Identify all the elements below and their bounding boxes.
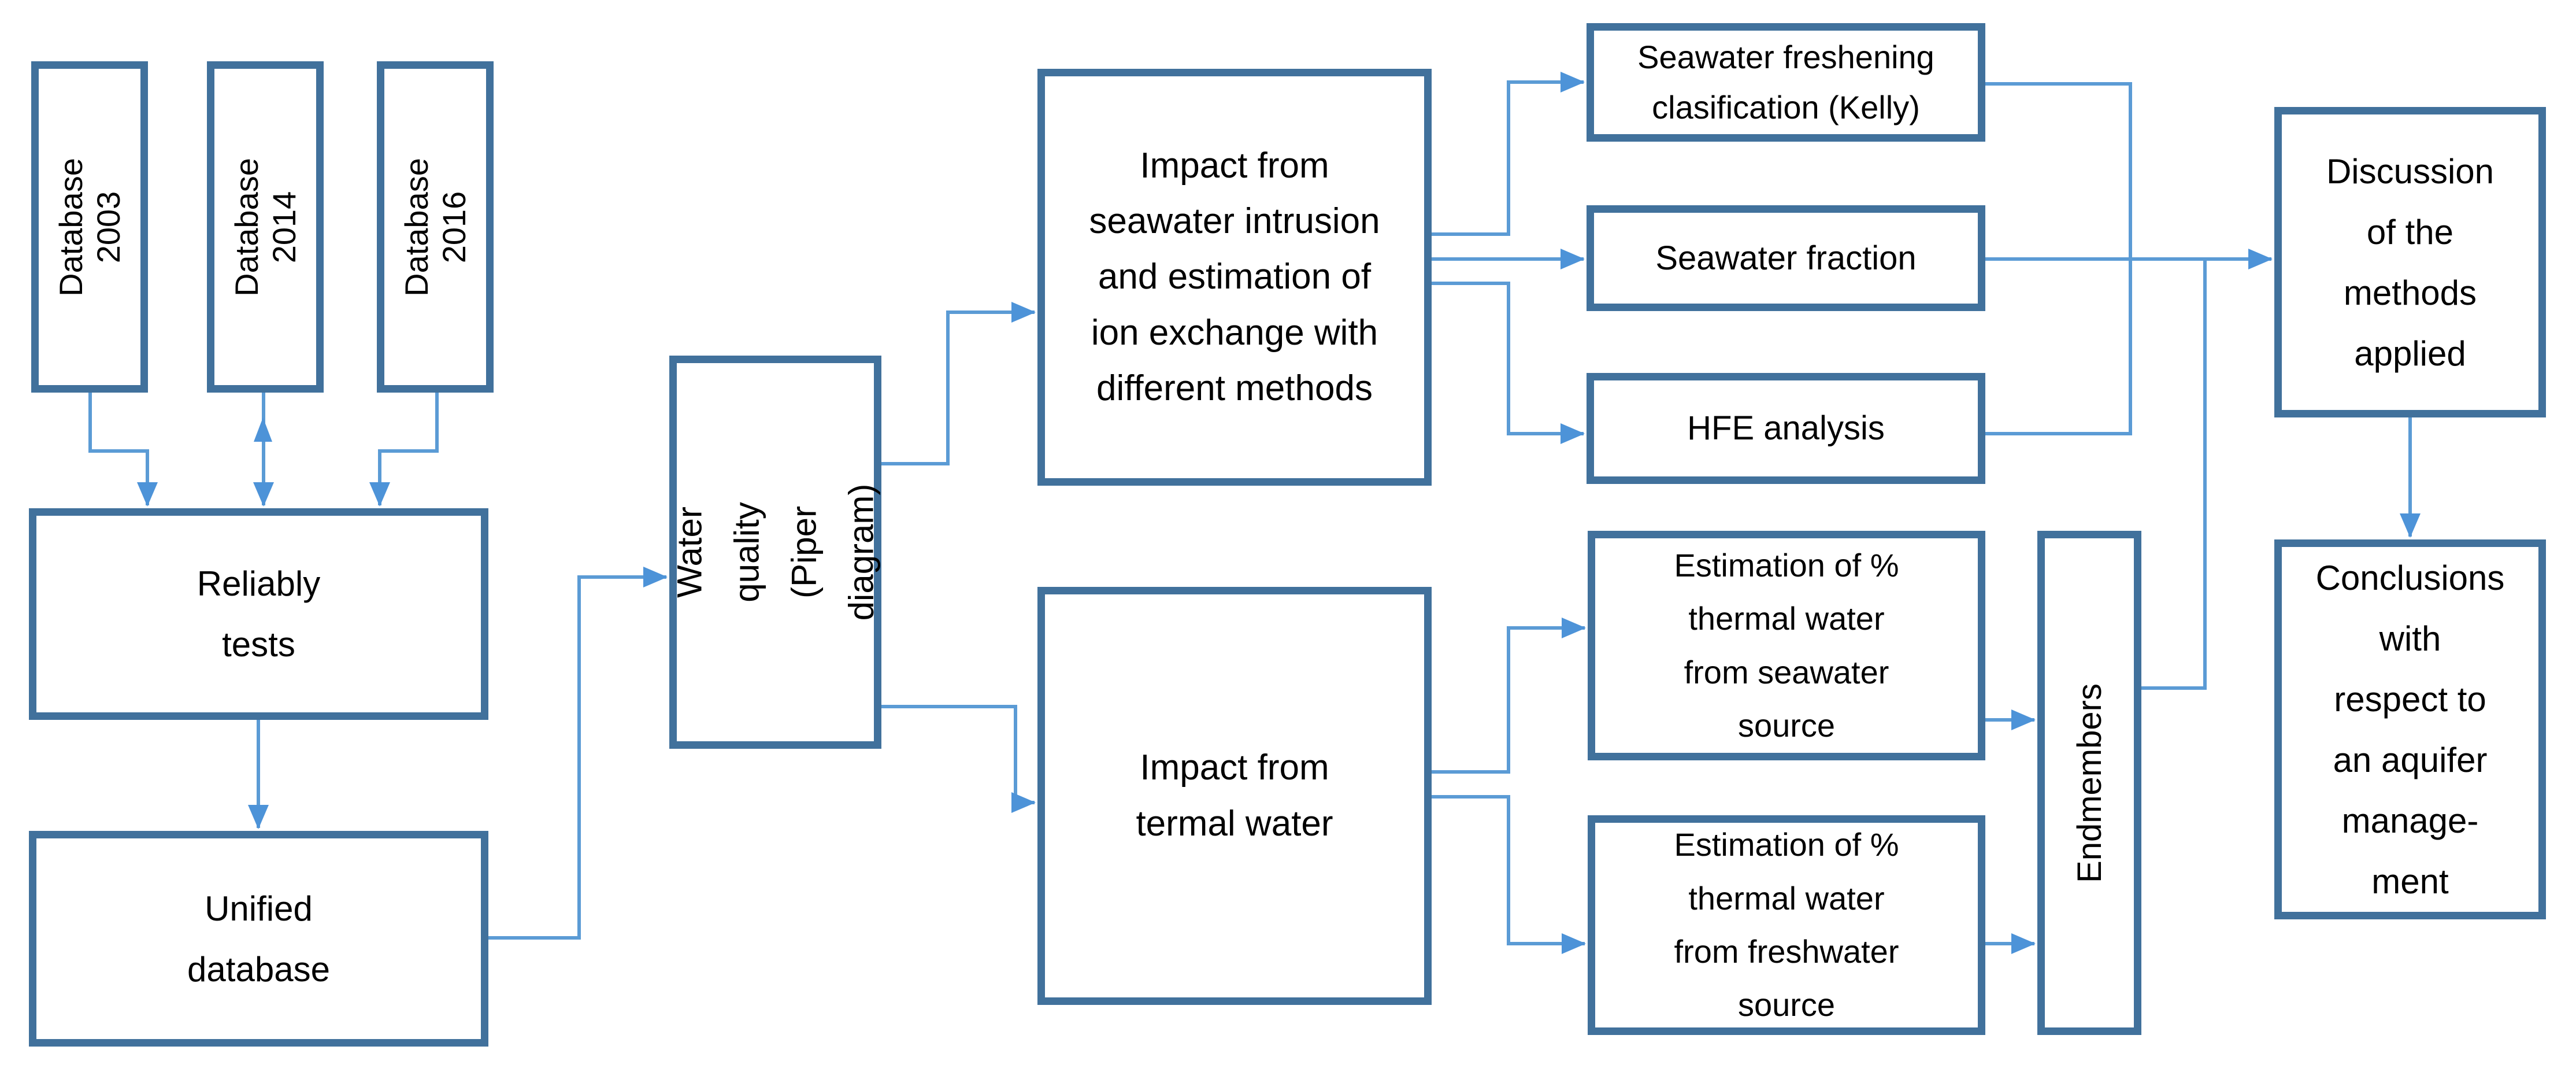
node-seawater-fraction-label: Seawater fraction xyxy=(1655,239,1917,277)
node-estimation-seawater-source: Estimation of % thermal water from seawa… xyxy=(1588,531,1985,760)
node-seawater-fraction: Seawater fraction xyxy=(1587,205,1985,311)
node-database-2016: Database 2016 xyxy=(377,61,494,393)
connector-hfe-join xyxy=(1985,259,2132,435)
node-hfe-analysis: HFE analysis xyxy=(1587,373,1985,484)
node-reliably-tests: Reliably tests xyxy=(29,508,488,720)
node-endmembers: Endmembers xyxy=(2037,531,2141,1035)
connector-unified-waterq xyxy=(488,567,668,940)
node-database-2016-label: Database 2016 xyxy=(398,157,473,297)
connector-waterq-impacttermal xyxy=(881,705,1036,813)
node-reliably-tests-label: Reliably tests xyxy=(197,564,321,664)
node-water-quality-label: Water quality (Piper diagram) xyxy=(670,483,881,621)
connector-db2003-reliably xyxy=(88,393,158,507)
connector-impactsea-hfe xyxy=(1432,282,1585,444)
node-discussion-methods: Discussion of the methods applied xyxy=(2274,107,2546,417)
connector-waterq-impactsea xyxy=(881,302,1036,465)
node-impact-seawater-intrusion-label: Impact from seawater intrusion and estim… xyxy=(1089,146,1380,408)
node-discussion-methods-label: Discussion of the methods applied xyxy=(2326,151,2495,373)
connector-impacttermal-estsea xyxy=(1432,618,1586,774)
node-database-2003: Database 2003 xyxy=(31,61,148,393)
connector-impacttermal-estfresh xyxy=(1432,795,1586,954)
connector-db2016-reliably xyxy=(369,393,439,507)
node-endmembers-label: Endmembers xyxy=(2070,683,2108,883)
node-conclusions-aquifer: Conclusions with respect to an aquifer m… xyxy=(2274,539,2546,919)
node-hfe-analysis-label: HFE analysis xyxy=(1687,409,1885,448)
node-seawater-freshening: Seawater freshening clasification (Kelly… xyxy=(1587,23,1985,142)
node-database-2014: Database 2014 xyxy=(207,61,324,393)
node-conclusions-aquifer-label: Conclusions with respect to an aquifer m… xyxy=(2315,558,2505,901)
node-unified-database: Unified database xyxy=(29,831,488,1047)
node-unified-database-label: Unified database xyxy=(187,889,330,989)
connector-impactsea-seafresh xyxy=(1432,72,1585,236)
arrowhead-up-db2014 xyxy=(254,417,272,442)
node-impact-termal-water-label: Impact from termal water xyxy=(1136,748,1333,844)
node-estimation-seawater-source-label: Estimation of % thermal water from seawa… xyxy=(1674,546,1899,744)
connector-seafresh-join xyxy=(1985,82,2132,259)
node-database-2014-label: Database 2014 xyxy=(228,157,303,297)
node-estimation-freshwater-source: Estimation of % thermal water from fresh… xyxy=(1588,815,1985,1035)
node-impact-termal-water: Impact from termal water xyxy=(1037,587,1432,1005)
node-database-2003-label: Database 2003 xyxy=(53,157,127,297)
node-water-quality: Water quality (Piper diagram) xyxy=(669,356,881,749)
node-impact-seawater-intrusion: Impact from seawater intrusion and estim… xyxy=(1037,69,1432,486)
connector-endmembers-join xyxy=(2141,261,2207,690)
node-estimation-freshwater-source-label: Estimation of % thermal water from fresh… xyxy=(1674,826,1899,1023)
node-seawater-freshening-label: Seawater freshening clasification (Kelly… xyxy=(1637,38,1934,125)
